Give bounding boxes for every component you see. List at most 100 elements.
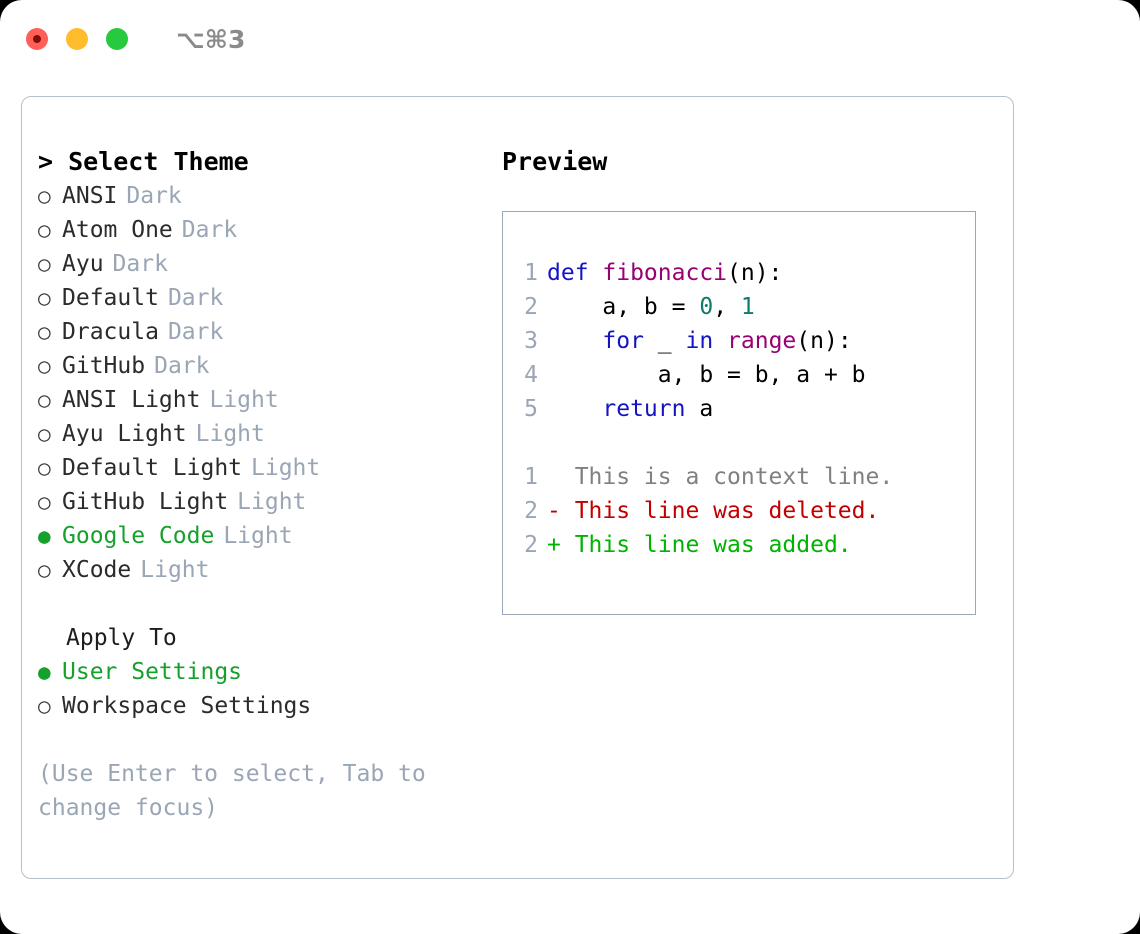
theme-option-xcode[interactable]: ○ XCode Light bbox=[38, 553, 498, 587]
radio-unselected-icon: ○ bbox=[38, 218, 51, 242]
theme-variant-tag: Light bbox=[209, 387, 279, 413]
code-token: a, b = b, a + b bbox=[547, 362, 866, 388]
line-number: 5 bbox=[524, 396, 538, 422]
theme-variant-tag: Light bbox=[237, 489, 307, 515]
diff-line-text: + This line was added. bbox=[547, 532, 852, 558]
theme-option-atom-one[interactable]: ○ Atom One Dark bbox=[38, 213, 498, 247]
preview-heading: Preview bbox=[502, 147, 608, 176]
radio-unselected-icon: ○ bbox=[38, 354, 51, 378]
line-number: 2 bbox=[524, 532, 538, 558]
radio-selected-icon: ● bbox=[38, 660, 51, 684]
code-diff-separator bbox=[503, 426, 975, 460]
theme-option-label: Default bbox=[62, 285, 159, 311]
code-token: (n): bbox=[727, 260, 783, 286]
theme-option-google-code[interactable]: ● Google Code Light bbox=[38, 519, 498, 553]
apply-to-option-workspace-settings[interactable]: ○ Workspace Settings bbox=[38, 689, 498, 723]
radio-unselected-icon: ○ bbox=[38, 422, 51, 446]
theme-option-label: Atom One bbox=[62, 217, 173, 243]
theme-variant-tag: Light bbox=[223, 523, 293, 549]
close-button-icon[interactable] bbox=[26, 28, 48, 50]
radio-unselected-icon: ○ bbox=[38, 388, 51, 412]
minimize-button-icon[interactable] bbox=[66, 28, 88, 50]
diff-line: 1 This is a context line. bbox=[503, 460, 975, 494]
line-number: 3 bbox=[524, 328, 538, 354]
theme-option-dracula[interactable]: ○ Dracula Dark bbox=[38, 315, 498, 349]
theme-option-ansi-light[interactable]: ○ ANSI Light Light bbox=[38, 383, 498, 417]
radio-unselected-icon: ○ bbox=[38, 184, 51, 208]
theme-option-label: Google Code bbox=[62, 523, 215, 549]
code-token: a, b = bbox=[547, 294, 700, 320]
theme-option-label: GitHub Light bbox=[62, 489, 229, 515]
theme-option-label: Ayu Light bbox=[62, 421, 187, 447]
radio-unselected-icon: ○ bbox=[38, 320, 51, 344]
theme-variant-tag: Dark bbox=[167, 319, 224, 345]
list-spacer bbox=[38, 587, 498, 621]
apply-to-option-user-settings[interactable]: ● User Settings bbox=[38, 655, 498, 689]
code-line-text: return a bbox=[547, 392, 713, 426]
theme-option-label: GitHub bbox=[62, 353, 146, 379]
diff-line-text: This is a context line. bbox=[547, 464, 894, 490]
diff-line: 2 - This line was deleted. bbox=[503, 494, 975, 528]
line-number: 2 bbox=[524, 498, 538, 524]
code-token bbox=[713, 328, 727, 354]
theme-option-label: Dracula bbox=[62, 319, 159, 345]
theme-option-label: Default Light bbox=[62, 455, 243, 481]
code-token: a bbox=[685, 396, 714, 422]
code-token: (n): bbox=[796, 328, 852, 354]
apply-to-list[interactable]: ● User Settings ○ Workspace Settings bbox=[38, 655, 498, 723]
diff-sample: 1 This is a context line. 2 - This line wa… bbox=[503, 460, 975, 562]
code-line-text: a, b = b, a + b bbox=[547, 358, 866, 392]
theme-option-label: XCode bbox=[62, 557, 132, 583]
code-token: return bbox=[602, 396, 686, 422]
theme-variant-tag: Dark bbox=[126, 183, 182, 209]
code-token: for bbox=[602, 328, 644, 354]
code-token bbox=[547, 396, 602, 422]
radio-unselected-icon: ○ bbox=[38, 558, 51, 582]
code-token: _ bbox=[643, 328, 686, 354]
line-number: 1 bbox=[524, 464, 538, 490]
theme-variant-tag: Light bbox=[140, 557, 210, 583]
code-line-text: for _ in range(n): bbox=[547, 324, 852, 358]
line-number: 1 bbox=[524, 260, 538, 286]
code-token: fibonacci bbox=[602, 260, 728, 286]
line-number: 2 bbox=[524, 294, 538, 320]
code-line: 4 a, b = b, a + b bbox=[503, 358, 975, 392]
apply-to-option-label: User Settings bbox=[62, 659, 243, 685]
maximize-button-icon[interactable] bbox=[106, 28, 128, 50]
theme-variant-tag: Dark bbox=[181, 217, 238, 243]
select-theme-heading: > Select Theme bbox=[38, 147, 249, 176]
window-controls bbox=[26, 28, 128, 50]
title-bar: ⌥⌘3 bbox=[0, 0, 1140, 78]
keyboard-hint-text: (Use Enter to select, Tab to change focu… bbox=[38, 761, 440, 821]
code-line-text: a, b = 0, 1 bbox=[547, 290, 754, 324]
code-token: def bbox=[547, 260, 603, 286]
radio-selected-icon: ● bbox=[38, 524, 51, 548]
diff-line-text: - This line was deleted. bbox=[547, 498, 880, 524]
code-line: 2 a, b = 0, 1 bbox=[503, 290, 975, 324]
apply-to-heading: Apply To bbox=[66, 625, 177, 651]
keyboard-shortcut-label: ⌥⌘3 bbox=[176, 24, 246, 54]
theme-variant-tag: Dark bbox=[167, 285, 224, 311]
theme-option-label: ANSI Light bbox=[62, 387, 201, 413]
code-line-text: def fibonacci(n): bbox=[547, 256, 782, 290]
radio-unselected-icon: ○ bbox=[38, 456, 51, 480]
code-line: 5 return a bbox=[503, 392, 975, 426]
apply-to-option-label: Workspace Settings bbox=[62, 693, 312, 719]
code-line: 3 for _ in range(n): bbox=[503, 324, 975, 358]
radio-unselected-icon: ○ bbox=[38, 694, 51, 718]
code-line: 1 def fibonacci(n): bbox=[503, 256, 975, 290]
